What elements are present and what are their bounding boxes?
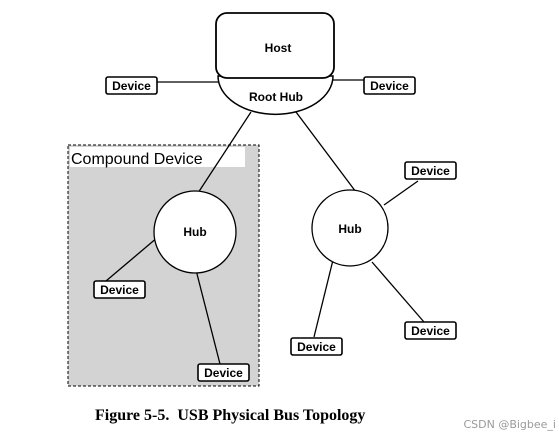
hub-left-label: Hub [183, 225, 206, 239]
device-right-hub-top-label: Device [411, 164, 450, 178]
link-righthub-bottomleft-device [313, 259, 334, 338]
device-right-hub-bottom-right-label: Device [411, 324, 450, 338]
device-root-right: Device [363, 76, 416, 95]
compound-device-region [67, 144, 260, 387]
bus-connections [105, 79, 425, 365]
device-right-hub-bottom-left: Device [290, 337, 343, 356]
link-lefthub-lower-device [195, 269, 221, 365]
link-root-left-hub [195, 111, 252, 197]
device-left-hub-lower: Device [197, 363, 250, 382]
root-hub-label: Root Hub [249, 90, 303, 104]
csdn-watermark: CSDN @Bigbee_i [463, 418, 556, 431]
link-lefthub-upper-device [105, 236, 159, 282]
device-left-hub-upper-label: Device [100, 283, 139, 297]
device-left-hub-lower-label: Device [204, 366, 243, 380]
root-hub-shape [217, 75, 334, 116]
device-root-left-label: Device [112, 79, 151, 93]
device-right-hub-top: Device [404, 161, 457, 180]
host-box [215, 12, 335, 79]
hub-left [153, 190, 237, 274]
device-right-hub-bottom-right: Device [404, 321, 457, 340]
link-righthub-top-device [383, 180, 419, 206]
link-root-right-hub [295, 111, 357, 193]
compound-device-label: Compound Device [71, 151, 203, 168]
hub-right-label: Hub [338, 222, 361, 236]
compound-device-label-bg [70, 147, 245, 167]
device-root-right-label: Device [370, 79, 409, 93]
figure-caption: Figure 5-5. USB Physical Bus Topology [95, 407, 365, 424]
device-right-hub-bottom-left-label: Device [297, 340, 336, 354]
link-righthub-bottomright-device [371, 261, 425, 323]
host-label: Host [265, 41, 292, 55]
device-left-hub-upper: Device [93, 280, 146, 299]
device-root-left: Device [105, 76, 158, 95]
hub-right [311, 189, 389, 267]
